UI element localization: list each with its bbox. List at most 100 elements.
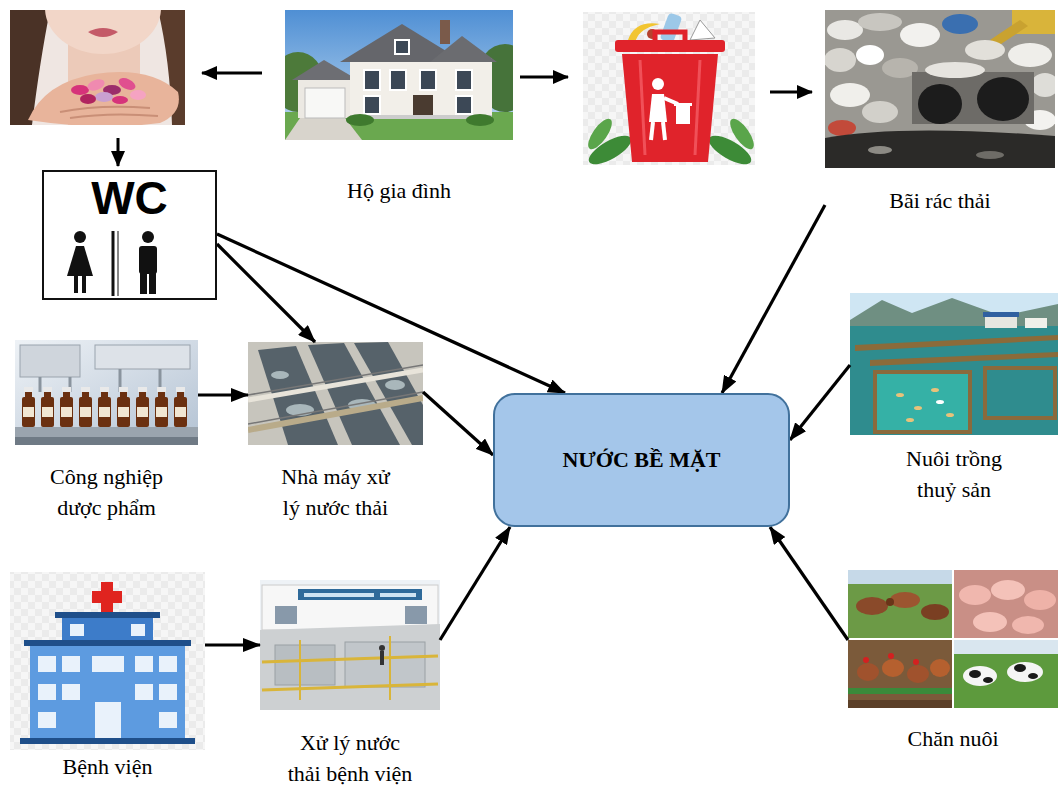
treatment-plant-photo <box>248 370 423 400</box>
livestock-photo <box>848 640 952 708</box>
landfill-photo <box>965 40 1005 60</box>
treatment-plant-photo <box>271 371 289 379</box>
livestock-photo <box>954 640 1058 654</box>
landfill-photo <box>825 130 1055 168</box>
flow-arrow <box>440 527 510 640</box>
flow-arrow <box>790 365 850 440</box>
hospital-icon <box>135 684 153 700</box>
house-photo <box>346 114 374 126</box>
hospital-icon <box>92 656 124 672</box>
trash-bin-icon <box>615 40 725 52</box>
pharma-factory-photo <box>79 387 92 427</box>
node-caption: Công nghiệp dược phẩm <box>42 462 172 524</box>
hospital-treatment-photo <box>304 593 374 597</box>
hospital-icon <box>159 684 177 700</box>
landfill-node: Bãi rác thải <box>825 10 1055 219</box>
landfill-photo <box>977 77 1029 121</box>
aquaculture-photo <box>896 393 904 397</box>
house-photo <box>420 70 436 90</box>
livestock-photo <box>973 612 1007 632</box>
landfill-photo <box>825 10 1055 168</box>
picture-arrows <box>117 138 120 166</box>
flow-arrow <box>205 643 260 646</box>
wc-figures <box>139 246 157 274</box>
node-caption: Chăn nuôi <box>848 724 1058 755</box>
house-photo <box>456 70 472 90</box>
hospital-icon <box>95 702 121 738</box>
landfill-photo <box>858 13 902 31</box>
wc-figures <box>118 231 119 296</box>
wc-figures <box>112 231 115 296</box>
treatment-plant-photo <box>385 380 405 390</box>
node-caption: Nuôi trồng thuỷ sản <box>894 444 1014 506</box>
picture-arrows <box>520 76 568 79</box>
pills-photo <box>45 10 161 54</box>
pharma-factory-photo <box>155 387 168 427</box>
landfill-photo <box>900 23 940 47</box>
pills-photo <box>71 85 89 95</box>
node-caption: Bãi rác thải <box>825 186 1055 217</box>
flow-arrow <box>217 244 315 342</box>
hospital-icon <box>24 640 191 646</box>
livestock-photo <box>959 585 991 605</box>
hospital-treatment-photo <box>262 585 438 630</box>
hospital-treatment-photo <box>298 589 422 600</box>
house-photo <box>456 96 472 114</box>
hospital-icon <box>10 572 205 750</box>
house-photo <box>390 70 406 90</box>
pharma-factory-photo <box>15 340 198 445</box>
pills-photo <box>70 114 158 118</box>
wc-figures <box>74 276 78 293</box>
aquaculture-photo <box>850 326 1058 435</box>
livestock-photo <box>863 657 869 663</box>
pills-photo <box>130 90 146 100</box>
landfill-photo <box>827 20 863 40</box>
hospital-treatment-photo <box>260 624 440 710</box>
aquaculture-photo <box>985 316 1017 328</box>
pharma-factory-photo <box>39 377 42 392</box>
aquaculture-photo <box>1025 318 1047 328</box>
hospital-treatment-photo <box>345 642 425 687</box>
aquaculture-photo <box>850 293 1058 435</box>
livestock-photo <box>913 659 919 665</box>
pharma-factory-photo <box>95 345 190 369</box>
livestock-photo <box>907 665 929 683</box>
landfill-photo <box>825 10 1055 168</box>
hospital-icon <box>10 572 205 750</box>
surface-water-box: NƯỚC BỀ MẶT <box>493 393 790 527</box>
trash-bin-icon <box>652 78 664 90</box>
aquaculture-photo <box>875 372 970 432</box>
house-photo <box>292 60 358 80</box>
wc-figures <box>74 231 86 243</box>
livestock-photo <box>890 592 920 608</box>
hospital-treatment-photo <box>379 645 385 651</box>
livestock-photo <box>848 688 952 694</box>
trash-bin-icon <box>726 115 758 153</box>
wc-figures <box>140 272 147 294</box>
pharma-factory-photo <box>174 387 187 427</box>
household-node: Hộ gia đình <box>285 10 513 209</box>
pills-photo <box>95 92 113 102</box>
pharma-industry-node: Công nghiệp dược phẩm <box>15 340 198 526</box>
livestock-photo <box>954 640 1058 708</box>
pharma-factory-photo <box>15 437 198 445</box>
aquaculture-photo <box>936 400 944 404</box>
node-caption: Hộ gia đình <box>285 176 513 207</box>
treatment-plant-photo <box>248 398 423 430</box>
livestock-photo <box>848 700 952 708</box>
pharma-factory-photo <box>15 340 198 445</box>
hospital-icon <box>62 684 80 700</box>
trash-bin-icon <box>674 103 692 106</box>
trash-bin-icon <box>695 60 700 155</box>
house-photo <box>440 20 450 44</box>
landfill-photo <box>1008 43 1052 67</box>
house-photo <box>395 40 409 54</box>
livestock-photo <box>1014 664 1026 672</box>
aquaculture-photo <box>870 352 1058 366</box>
house-photo <box>285 10 513 140</box>
hospital-icon <box>135 656 153 672</box>
flow-arrow <box>770 527 848 640</box>
hospital-icon <box>92 591 122 603</box>
pharma-factory-photo <box>20 345 80 377</box>
